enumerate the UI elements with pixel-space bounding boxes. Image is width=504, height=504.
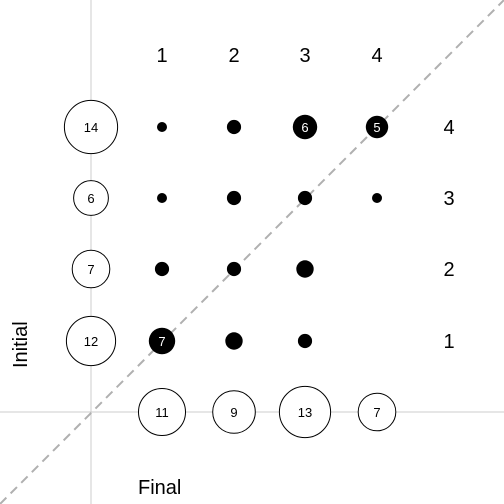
cell-dot — [226, 119, 242, 135]
x-tick-label: 4 — [371, 45, 382, 67]
final-total-circle — [212, 390, 256, 434]
initial-total-circle — [65, 315, 117, 367]
cell-dot — [226, 261, 242, 277]
y-tick-label: 1 — [443, 331, 454, 353]
final-total-label: 13 — [298, 405, 312, 420]
cell-dot — [296, 260, 314, 278]
x-tick-label: 2 — [228, 45, 239, 67]
cell-dot-label: 7 — [158, 334, 165, 349]
cell-dot — [157, 122, 167, 132]
cell-dot-label: 5 — [373, 120, 380, 135]
cell-dot — [297, 333, 313, 349]
initial-total-label: 7 — [87, 262, 94, 277]
y-tick-label: 3 — [443, 188, 454, 210]
cell-dot — [225, 332, 243, 350]
final-total-circle — [278, 385, 332, 439]
final-total-circle — [357, 392, 397, 432]
cell-dot — [365, 115, 389, 139]
initial-total-circle — [63, 99, 119, 155]
initial-total-label: 6 — [87, 191, 94, 206]
cell-dot — [372, 193, 382, 203]
y-tick-label: 2 — [443, 259, 454, 281]
initial-total-circle — [71, 249, 111, 289]
initial-total-label: 12 — [84, 334, 98, 349]
final-total-label: 9 — [230, 405, 237, 420]
final-total-label: 7 — [373, 405, 380, 420]
cell-dot — [157, 193, 167, 203]
y-tick-label: 4 — [443, 117, 454, 139]
cell-dot — [148, 327, 176, 355]
x-axis-title: Final — [138, 477, 181, 499]
cell-dot — [297, 190, 313, 206]
initial-total-circle — [73, 180, 109, 216]
y-axis-title: Initial — [10, 321, 32, 368]
initial-total-label: 14 — [84, 120, 98, 135]
final-total-circle — [138, 388, 186, 436]
x-tick-label: 3 — [299, 45, 310, 67]
final-total-label: 11 — [155, 405, 169, 420]
cell-dot — [226, 190, 242, 206]
cell-dot-label: 6 — [301, 120, 308, 135]
cell-dot — [154, 261, 170, 277]
cell-dot — [292, 114, 318, 140]
x-tick-label: 1 — [156, 45, 167, 67]
